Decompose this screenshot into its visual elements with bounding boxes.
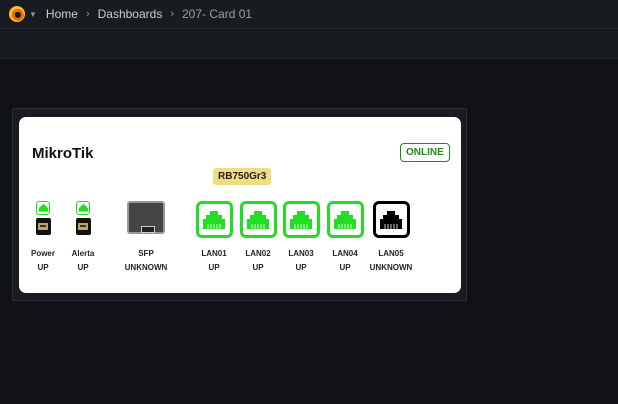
status-badge: ONLINE xyxy=(400,143,450,162)
port-status: UP xyxy=(252,263,264,272)
ethernet-port-icon xyxy=(372,201,410,238)
breadcrumb-dashboards[interactable]: Dashboards xyxy=(97,7,163,21)
chevron-right-icon: › xyxy=(170,8,174,20)
port-name: Power xyxy=(30,249,55,258)
ethernet-status-icon xyxy=(76,201,90,215)
chevron-down-icon[interactable]: ▼ xyxy=(29,9,37,19)
port-name: LAN03 xyxy=(288,249,314,258)
port-status: UNKNOWN xyxy=(124,263,168,272)
ethernet-port-icon xyxy=(326,201,364,238)
port-status: UP xyxy=(295,263,307,272)
port-status: UP xyxy=(37,263,49,272)
ethernet-status-icon xyxy=(36,201,50,215)
port-sfp: SFP UNKNOWN xyxy=(111,201,181,274)
chevron-right-icon: › xyxy=(85,8,90,20)
breadcrumb-current: 207- Card 01 xyxy=(182,7,253,21)
ethernet-port-icon xyxy=(282,201,320,238)
port-name: LAN02 xyxy=(245,249,271,258)
breadcrumb-home[interactable]: Home xyxy=(45,7,78,21)
port-name: LAN05 xyxy=(378,249,404,258)
model-badge: RB750Gr3 xyxy=(213,168,272,185)
port-name: LAN04 xyxy=(332,249,358,258)
ethernet-port-icon xyxy=(195,201,233,238)
port-name: Alerta xyxy=(71,249,95,258)
port-name: LAN01 xyxy=(201,249,227,258)
led-port-icon xyxy=(35,218,51,235)
port-status: UP xyxy=(77,263,89,272)
device-title: MikroTik xyxy=(32,145,94,162)
top-nav: ▼ Home › Dashboards › 207- Card 01 xyxy=(0,0,618,29)
sfp-port-icon xyxy=(127,201,165,234)
dashboard-toolbar xyxy=(0,30,618,59)
led-port-icon xyxy=(75,218,91,235)
port-name: SFP xyxy=(138,249,154,258)
port-status: UNKNOWN xyxy=(369,263,413,272)
port-status: UP xyxy=(208,263,220,272)
port-status: UP xyxy=(339,263,351,272)
ethernet-port-icon xyxy=(239,201,277,238)
grafana-logo-icon[interactable] xyxy=(9,6,25,22)
